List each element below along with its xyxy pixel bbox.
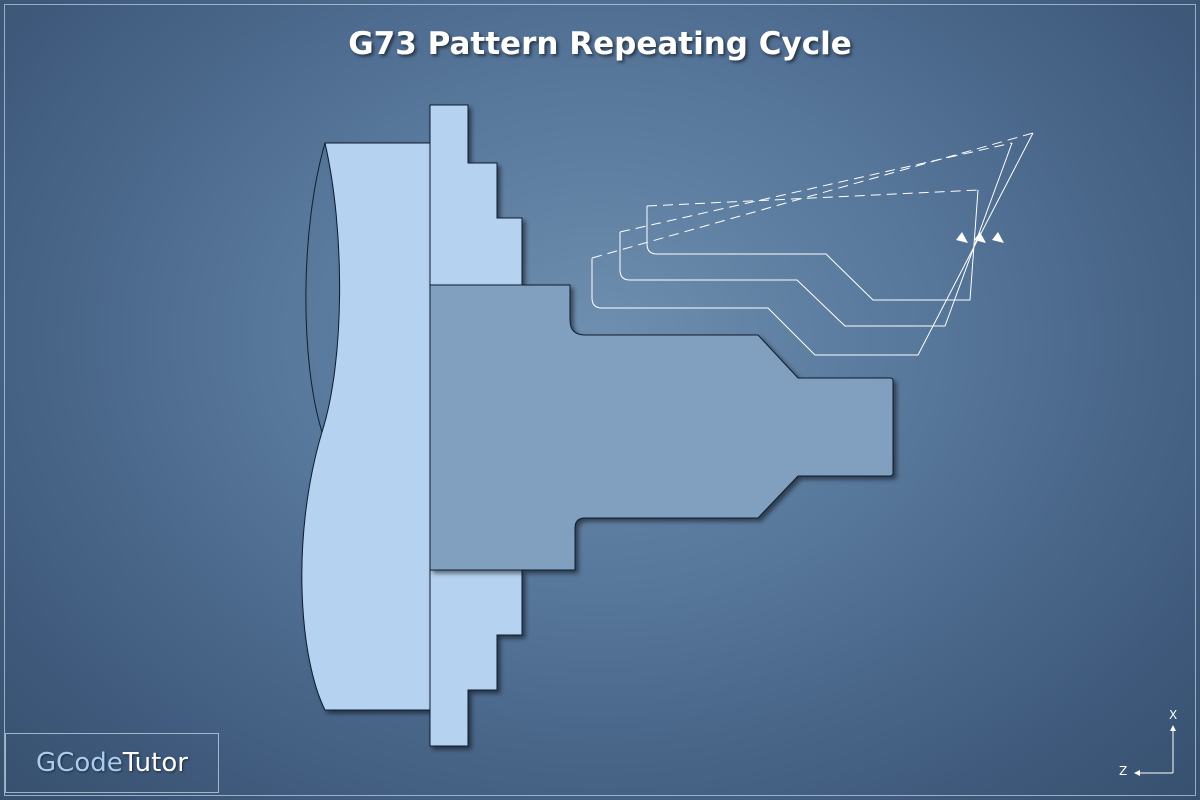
- brand-part-1: GCode: [36, 748, 123, 778]
- feed-direction-arrows: [956, 232, 1004, 243]
- workpiece: [429, 284, 894, 571]
- chuck-body: [301, 142, 431, 711]
- axis-arrows-icon: [1134, 725, 1176, 776]
- z-axis-label: Z: [1119, 764, 1128, 778]
- toolpath-pass-2-cut: [619, 142, 1013, 327]
- toolpath-pass-3-cut: [646, 189, 979, 301]
- toolpath-pass-1-return: [591, 132, 1034, 259]
- toolpath-pass-2-return: [619, 142, 1013, 233]
- toolpath-pass-3-return: [646, 189, 979, 207]
- arrow-pass-2: [974, 232, 986, 243]
- chuck-body-edge: [305, 142, 326, 433]
- upper-chuck-jaw: [429, 104, 523, 286]
- toolpath-passes: [591, 132, 1034, 356]
- toolpath-pass-1-cut: [591, 132, 1034, 356]
- arrow-pass-1: [992, 232, 1004, 243]
- diagram-title: G73 Pattern Repeating Cycle: [348, 26, 852, 62]
- axis-indicator: X Z: [1110, 705, 1190, 785]
- lower-chuck-jaw: [429, 569, 523, 747]
- brand-part-2: Tutor: [122, 748, 188, 778]
- arrow-pass-3: [956, 232, 968, 243]
- x-axis-label: X: [1169, 708, 1178, 722]
